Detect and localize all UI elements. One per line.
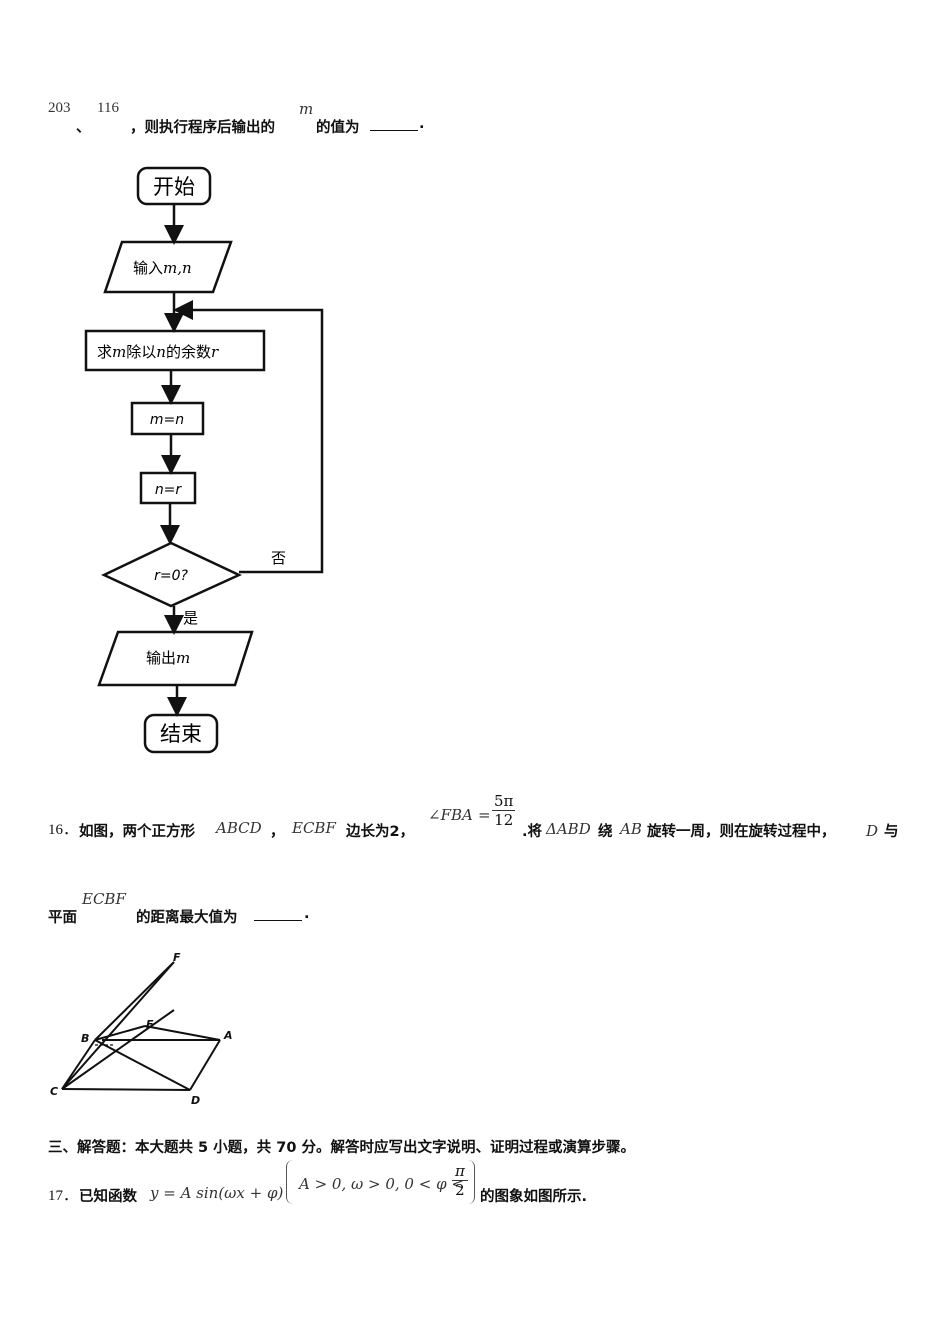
edge-CD [61,1088,191,1091]
q16-angle: ∠FBA [428,806,473,824]
flow-remainder-box [84,329,266,372]
q16-angle-name: ∠FBA [428,806,473,824]
flow-assign-n-box [139,471,197,505]
q16-end: . [304,906,310,922]
q16-text7: 平面 [48,910,77,926]
q17-frac-num: π [452,1162,468,1181]
q15-num1: 203 [48,100,71,116]
q15-end: . [419,116,425,132]
label-A: A [223,1029,233,1042]
q16-point-d: D [866,822,879,840]
q15-sep: 、 [76,120,91,136]
q16-answer-blank [254,910,302,921]
flow-rem-mid2: 的余数 [166,343,211,361]
q17-number: 17． [48,1188,79,1204]
flow-assign-m-box [130,401,205,436]
q16-axis: AB [620,820,642,838]
q15-num2: 116 [97,100,119,116]
q16-triangle: ΔABD [546,820,591,838]
edge-AD [189,1039,221,1091]
q16-comma1: ， [270,824,285,840]
flow-assign-m-label: m=n [150,412,184,428]
q16-text6: 与 [884,824,899,840]
flow-input-shape [103,240,233,294]
q16-text4: 绕 [598,824,613,840]
flow-output-var: m [176,649,190,667]
flow-no-loop [173,300,324,574]
q16-frac-num: 5π [492,792,516,811]
q15-answer-blank [370,120,418,131]
section3-heading: 三、解答题：本大题共 5 小题，共 70 分。解答时应写出文字说明、证明过程或演… [48,1140,635,1156]
flow-rem-m: m [112,343,126,361]
edge-BF [94,961,175,1041]
q16-line2: 平面 ECBF 的距离最大值为 . [48,890,648,930]
flow-decision-label: r=0? [154,568,188,584]
q15-text2: 的值为 [316,120,360,136]
edge-BD [94,1039,191,1091]
q15-text1: ，则执行程序后输出的 [130,120,275,136]
q16-frac-den: 12 [494,811,514,829]
flow-rem-mid: 除以 [126,343,156,361]
flow-end-label: 结束 [160,722,202,746]
q16-plane: ECBF [82,890,126,908]
flow-no-label: 否 [271,549,286,567]
flow-yes-label: 是 [183,609,198,627]
label-B: B [81,1032,89,1045]
flow-remainder-label: 求m除以n的余数r [97,343,219,361]
q16-figure: F E B A C D [50,951,233,1107]
flow-rem-pre: 求 [97,343,112,361]
q17-paren-right [468,1160,475,1204]
flow-start-label: 开始 [153,175,195,199]
flow-input-word: 输入 [133,259,163,277]
q16-text3: .将 [522,824,543,840]
q16-eq: = [478,806,491,824]
edge-BC [61,1039,96,1090]
flow-decision-shape [101,541,242,608]
q15-var-m: m [299,100,314,118]
q17-text1: 已知函数 [79,1189,137,1205]
flow-rem-n: n [156,343,166,361]
q16-line1: 16． 如图，两个正方形 ABCD ， ECBF 边长为2， ∠FBA = 5π… [48,792,928,844]
label-C: C [50,1085,58,1098]
flow-rem-r: r [211,343,219,361]
q16-text1: 如图，两个正方形 [79,824,195,840]
q17-text2: 的图象如图所示. [480,1189,588,1205]
label-E: E [146,1018,154,1031]
label-D: D [191,1094,200,1107]
flowchart: 开始 输入m,n 求m除以n的余数r m=n n=r r=0? 否 是 输出m … [84,166,324,754]
q17-line: 17． 已知函数 y = A sin(ωx + φ) A > 0, ω > 0,… [48,1158,748,1210]
q17-frac-den: 2 [455,1181,465,1199]
q16-comma2: ， [399,824,415,840]
q16-square1: ABCD [216,819,262,837]
flow-end-terminal [143,713,219,754]
flow-assign-n-label: n=r [155,482,183,498]
edge-C-mid [61,1009,175,1090]
q17-paren-left [286,1160,293,1204]
label-F: F [173,951,181,964]
q16-text2-words: 边长为 [346,824,390,840]
edge-CF [61,961,175,1090]
q16-text2: 边长为2， [346,820,414,841]
q16-square2: ECBF [292,819,336,837]
flow-output-label: 输出m [146,649,190,667]
flow-input-vars: m,n [163,259,192,277]
q16-fraction: 5π 12 [492,792,516,829]
q17-function: y = A sin(ωx + φ) [150,1184,284,1202]
q17-fraction: π 2 [452,1162,468,1199]
q17-condition: A > 0, ω > 0, 0 < φ < [299,1175,464,1193]
flow-input-label: 输入m,n [133,259,192,277]
flow-output-shape [97,630,254,687]
q16-number: 16． [48,822,79,838]
flow-output-word: 输出 [146,649,176,667]
q16-side: 2 [389,824,400,840]
edge-EA [144,1025,221,1041]
edge-BE [94,1025,146,1041]
q16-text5: 旋转一周，则在旋转过程中， [647,824,836,840]
q16-text8: 的距离最大值为 [136,910,238,926]
